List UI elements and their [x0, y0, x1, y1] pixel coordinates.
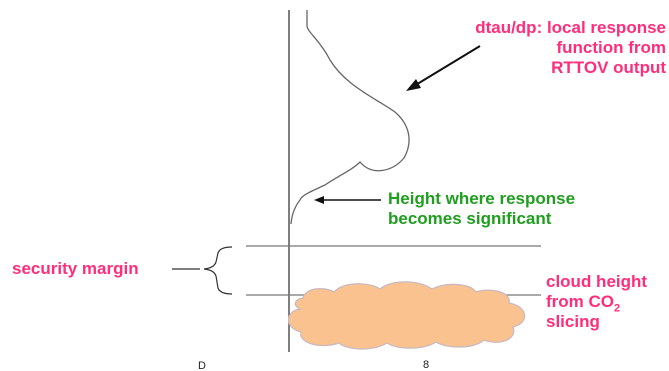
- response-label-line2: function from: [556, 38, 666, 57]
- response-arrow-line: [413, 45, 481, 87]
- height-label-line1: Height where response: [388, 189, 576, 208]
- significance-height-label: Height where response becomes significan…: [388, 189, 575, 229]
- security-margin-label: security margin: [12, 259, 139, 278]
- response-function-curve: [290, 10, 410, 225]
- cloud-label-subscript: 2: [614, 302, 621, 315]
- cloud-label-co: from CO: [546, 292, 614, 311]
- response-arrow-head: [406, 79, 421, 91]
- response-function-label: dtau/dp: local response function from RT…: [444, 18, 666, 78]
- response-label-line3: RTTOV output: [551, 58, 666, 77]
- page-number: 8: [423, 359, 430, 371]
- cloud-label-line2: from CO2: [546, 292, 647, 315]
- footer-left-mark: D: [198, 360, 206, 371]
- height-label-line2: becomes significant: [388, 209, 552, 228]
- cloud-height-label: cloud height from CO2 slicing: [546, 272, 647, 332]
- cloud-shape: [287, 281, 526, 350]
- response-label-line1: dtau/dp: local response: [475, 18, 666, 37]
- security-margin-brace: [203, 246, 233, 295]
- cloud-label-line3: slicing: [546, 312, 600, 331]
- cloud-label-line1: cloud height: [546, 272, 648, 291]
- height-arrow-head: [314, 196, 324, 204]
